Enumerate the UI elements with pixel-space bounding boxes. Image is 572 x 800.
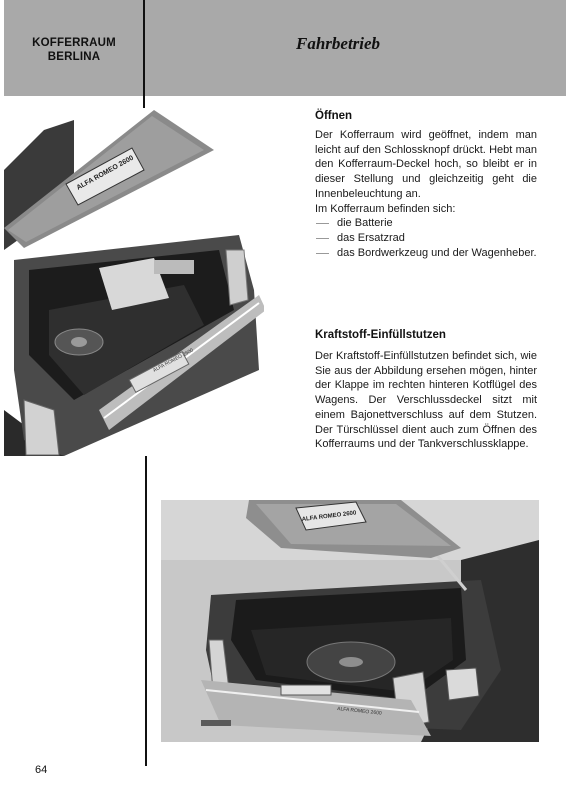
section-label: KOFFERRAUM BERLINA [10,36,138,64]
column-divider [145,456,147,766]
page-number: 64 [35,764,48,776]
list-item: das Ersatzrad [315,231,537,246]
header-divider [143,0,145,108]
header-band [4,0,566,96]
contents-list: die Batterie das Ersatzrad das Bordwerkz… [315,216,537,260]
chapter-title: Fahrbetrieb [296,34,381,53]
plate-text-bottom: ALFA ROMEO 2600 [337,706,382,717]
photo-trunk-open-top: ALFA ROMEO 2600 ALFA ROMEO 2600 [4,110,264,456]
list-item: das Bordwerkzeug und der Wagenheber. [315,246,537,261]
heading-fuel: Kraftstoff-Einfüllstutzen [315,329,446,341]
section-fuel: Kraftstoff-Einfüllstutzen Der Kraftstoff… [315,329,537,452]
list-intro: Im Kofferraum befinden sich: [315,202,456,215]
section-label-line2: BERLINA [47,51,101,63]
photo-trunk-open-bottom: ALFA ROMEO 2600 ALFA ROMEO 2600 [161,500,539,742]
list-item: die Batterie [315,216,537,231]
paragraph-fuel: Der Kraftstoff-Einfüllstutzen befindet s… [315,350,537,451]
paragraph-open: Der Kofferraum wird geöffnet, indem man … [315,129,537,200]
section-label-line1: KOFFERRAUM [32,37,116,49]
heading-open: Öffnen [315,110,353,122]
section-open: Öffnen Der Kofferraum wird geöffnet, ind… [315,110,537,260]
